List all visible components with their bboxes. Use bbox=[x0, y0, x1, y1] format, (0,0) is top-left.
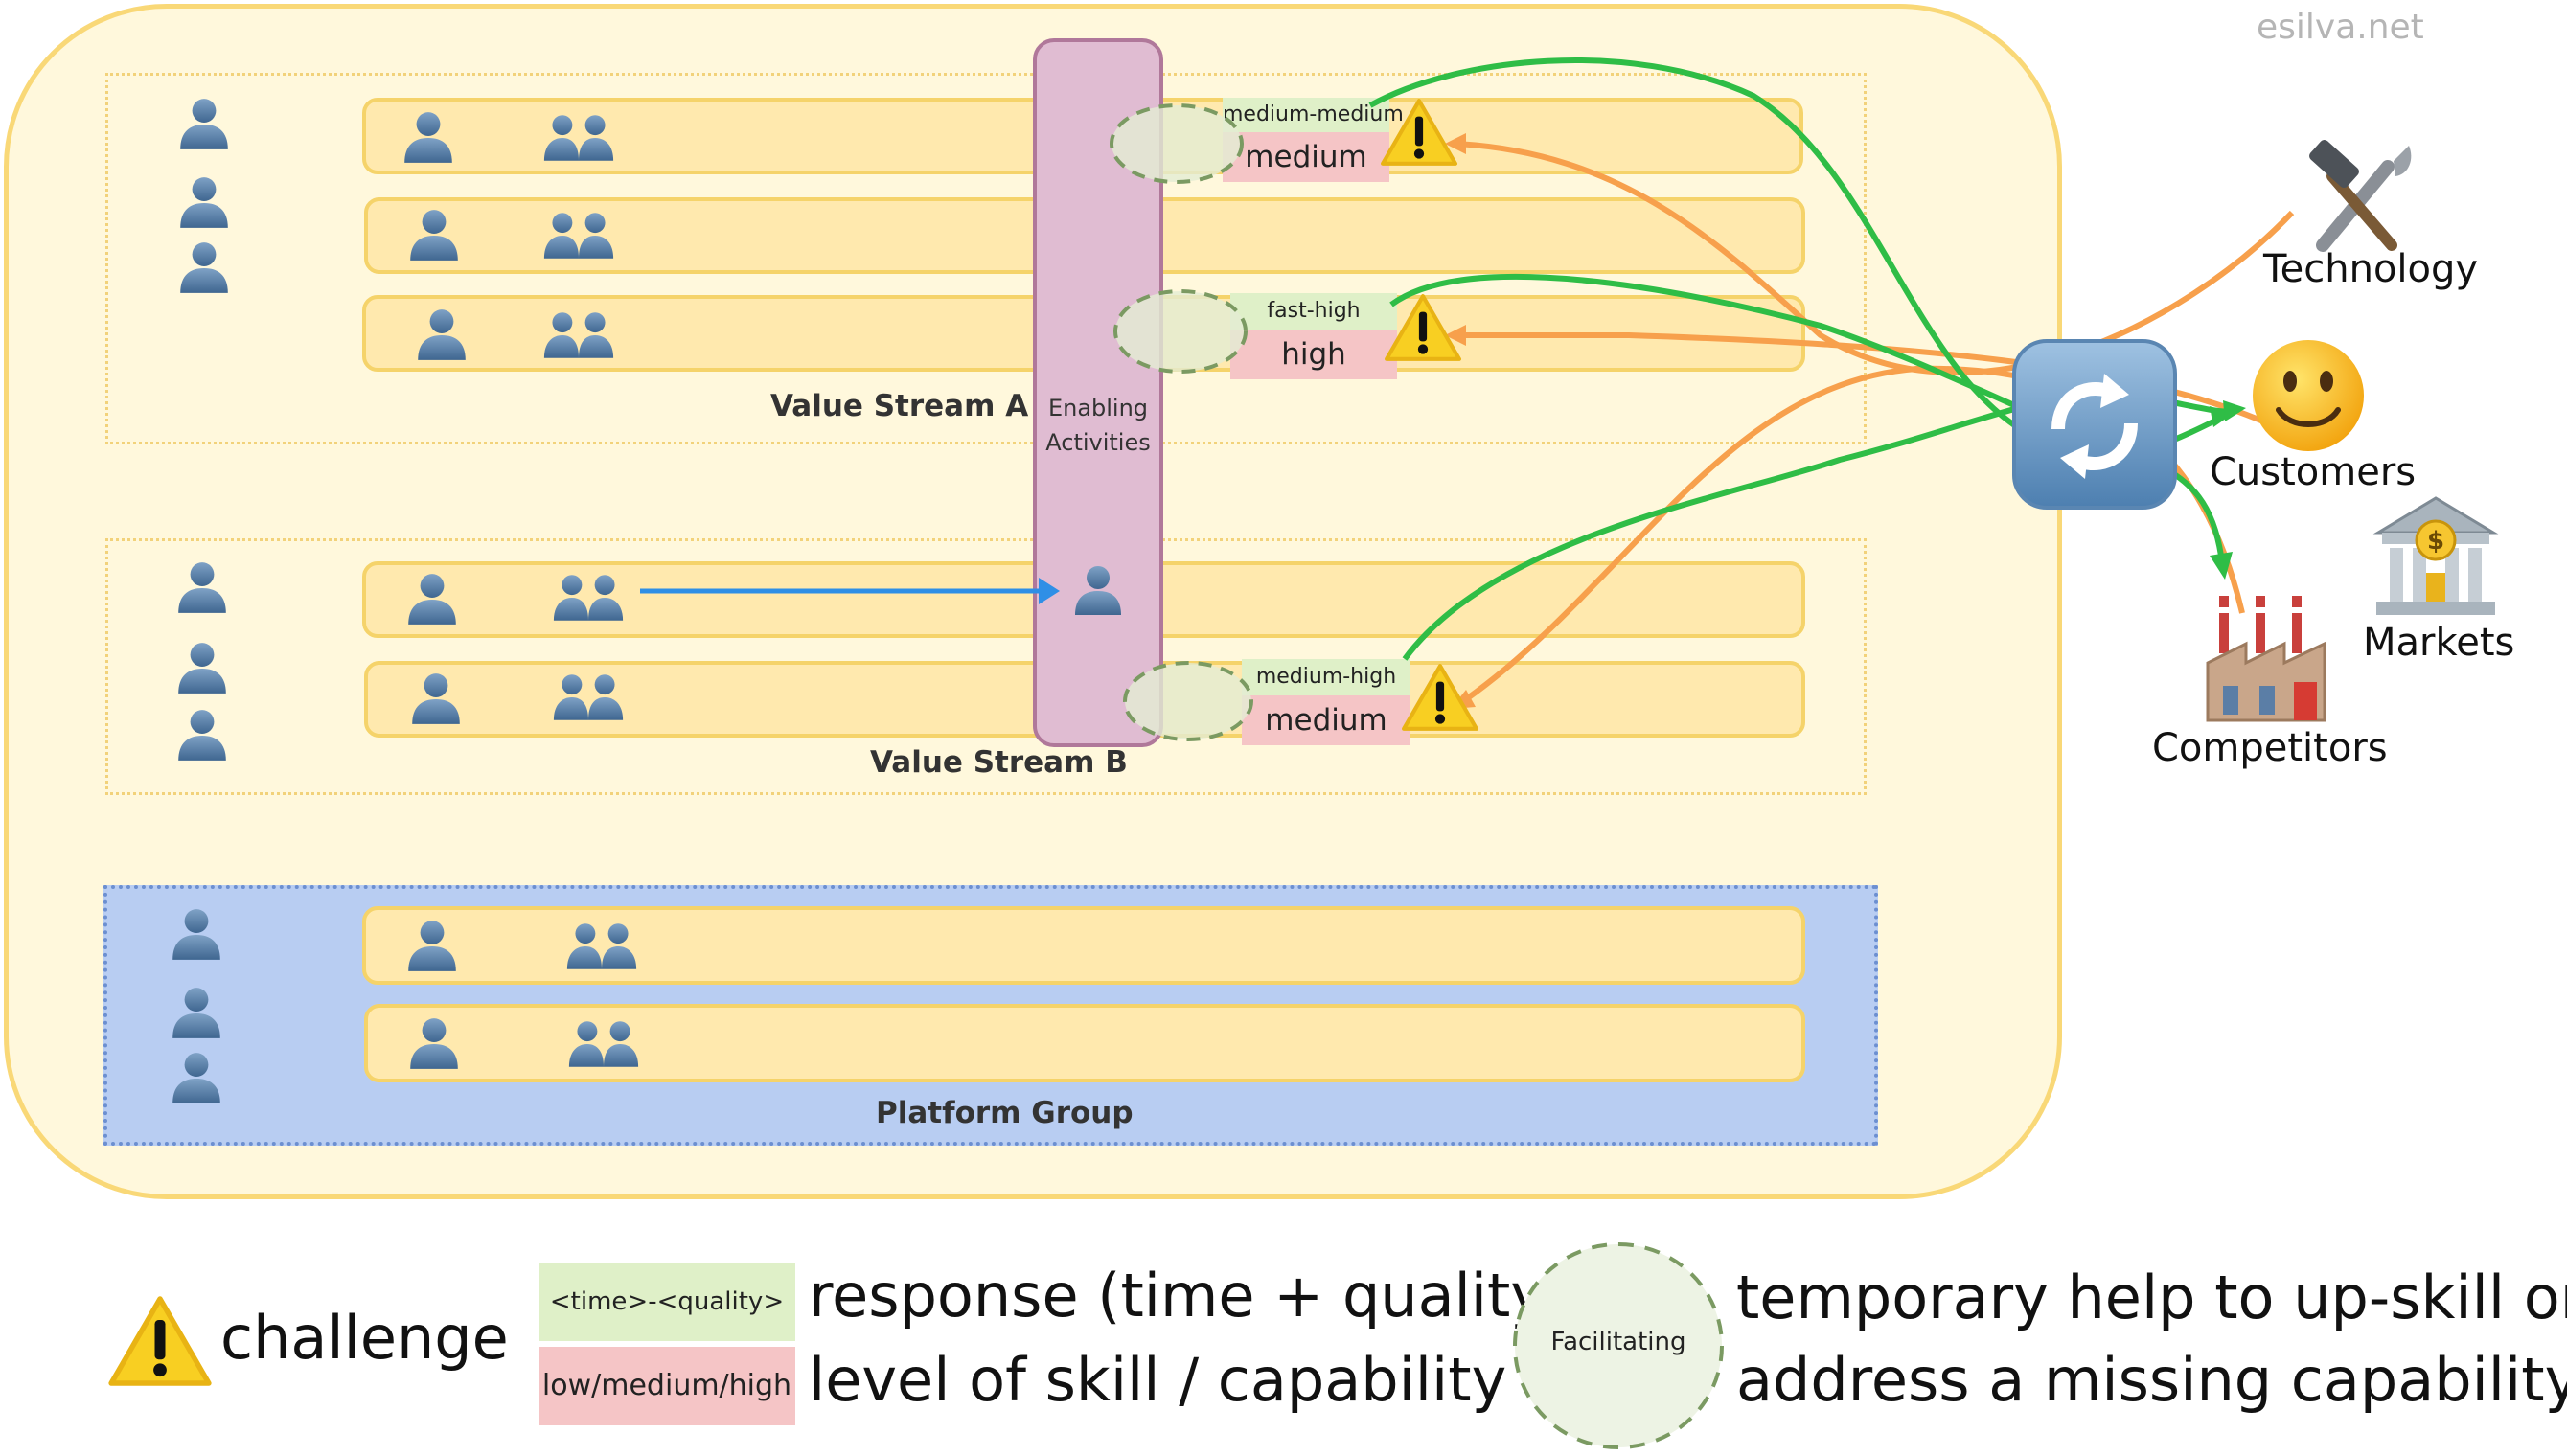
platform-group-label: Platform Group bbox=[876, 1096, 1134, 1130]
enabling-label-line1: Enabling bbox=[1047, 395, 1149, 421]
person-icon bbox=[167, 904, 226, 964]
facilitating-ellipse bbox=[1113, 289, 1248, 374]
green-arrow bbox=[1389, 273, 2224, 557]
person-icon bbox=[399, 107, 458, 167]
response-chip: fast-high bbox=[1230, 293, 1397, 330]
orange-arrowheads bbox=[1445, 133, 1476, 709]
team-icon bbox=[542, 107, 615, 167]
cycle-icon bbox=[2012, 339, 2177, 510]
value-stream-b-area bbox=[105, 538, 1867, 795]
warning-icon bbox=[1384, 289, 1462, 366]
legend-challenge: challenge bbox=[220, 1303, 509, 1373]
hammer-wrench-icon bbox=[2309, 140, 2412, 252]
value-stream-a-area bbox=[105, 73, 1867, 444]
enabling-person-icon bbox=[1069, 561, 1127, 619]
person-icon bbox=[167, 1048, 226, 1107]
team-icon bbox=[565, 916, 638, 975]
customers-label: Customers bbox=[2210, 450, 2417, 494]
orange-arrow bbox=[1455, 141, 2295, 376]
legend-response-text: response (time + quality) bbox=[809, 1261, 1570, 1331]
warning-icon bbox=[1380, 94, 1458, 171]
legend-skill-chip: low/medium/high bbox=[539, 1347, 795, 1425]
svg-text:$: $ bbox=[2427, 527, 2444, 556]
factory-icon bbox=[2206, 596, 2326, 722]
person-icon bbox=[174, 172, 234, 232]
team-lane bbox=[364, 1004, 1805, 1082]
green-arrowheads bbox=[2210, 400, 2246, 580]
value-stream-b-label: Value Stream B bbox=[870, 745, 1128, 780]
response-chip: medium-medium bbox=[1223, 98, 1404, 132]
competitors-label: Competitors bbox=[2152, 726, 2388, 770]
person-icon bbox=[167, 983, 226, 1042]
legend-facilitating-chip: Facilitating bbox=[1550, 1328, 1686, 1356]
enabling-label-line2: Activities bbox=[1045, 429, 1151, 456]
team-icon bbox=[567, 1013, 640, 1073]
legend-skill-text: level of skill / capability bbox=[809, 1345, 1507, 1415]
skill-chip: high bbox=[1230, 330, 1397, 379]
person-icon bbox=[172, 638, 232, 697]
team-icon bbox=[542, 205, 615, 264]
blue-arrowhead bbox=[1039, 578, 1060, 604]
bank-icon: $ bbox=[2372, 496, 2499, 615]
technology-label: Technology bbox=[2263, 247, 2479, 291]
markets-label: Markets bbox=[2363, 621, 2515, 665]
person-icon bbox=[402, 569, 462, 628]
skill-chip: medium bbox=[1242, 695, 1410, 745]
team-lane bbox=[362, 906, 1805, 985]
person-icon bbox=[404, 1013, 464, 1073]
person-icon bbox=[172, 557, 232, 617]
watermark: esilva.net bbox=[2257, 8, 2424, 47]
value-stream-a-label: Value Stream A bbox=[770, 389, 1029, 423]
legend-response-chip: <time>-<quality> bbox=[539, 1263, 795, 1341]
legend-facilitating-line2: address a missing capability bbox=[1736, 1345, 2567, 1415]
team-icon bbox=[552, 567, 625, 626]
person-icon bbox=[402, 916, 462, 975]
legend-facilitating-line1: temporary help to up-skill or bbox=[1736, 1263, 2567, 1332]
facilitating-ellipse bbox=[1110, 103, 1244, 184]
orange-arrow bbox=[1464, 365, 2245, 702]
person-icon bbox=[174, 94, 234, 153]
response-chip: medium-high bbox=[1242, 659, 1410, 695]
warning-icon bbox=[1401, 659, 1479, 736]
skill-chip: medium bbox=[1223, 132, 1389, 182]
legend-facilitating-ellipse bbox=[1513, 1242, 1724, 1449]
facilitating-ellipse bbox=[1123, 661, 1253, 741]
person-icon bbox=[406, 669, 466, 728]
smiley-icon bbox=[2253, 340, 2364, 451]
enabling-activities-label: Enabling Activities bbox=[1033, 391, 1163, 460]
person-icon bbox=[412, 305, 471, 364]
person-icon bbox=[174, 238, 234, 297]
person-icon bbox=[404, 205, 464, 264]
person-icon bbox=[172, 705, 232, 764]
legend-warning-icon bbox=[107, 1293, 213, 1389]
team-icon bbox=[552, 667, 625, 726]
team-icon bbox=[542, 305, 615, 364]
